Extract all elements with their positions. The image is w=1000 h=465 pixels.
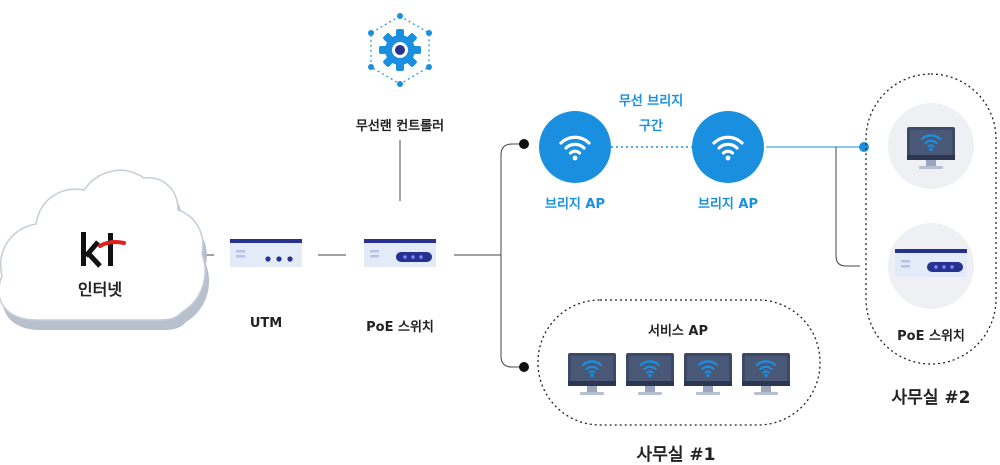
office1-title: 사무실 #1 — [636, 445, 716, 465]
utm-device-icon — [230, 239, 302, 267]
service-ap-monitor-icon — [626, 353, 674, 395]
service-ap-monitor-icon — [684, 353, 732, 395]
service-ap-label: 서비스 AP — [648, 324, 708, 339]
bridge-ap-right-label: 브리지 AP — [698, 197, 758, 212]
bridge-ap-left-label: 브리지 AP — [545, 197, 605, 212]
bridge-ap-left-icon — [539, 111, 611, 183]
service-ap-monitor-icon — [742, 353, 790, 395]
cloud-icon — [0, 169, 210, 330]
office2-title: 사무실 #2 — [891, 388, 971, 408]
connector-dot — [859, 142, 869, 152]
poe-switch-label: PoE 스위치 — [366, 320, 434, 335]
controller-gear-icon — [368, 13, 432, 87]
kt-logo — [81, 232, 126, 268]
connector-dot — [519, 139, 529, 149]
service-ap-monitor-icon — [568, 353, 616, 395]
office2-boundary — [865, 73, 997, 365]
utm-label: UTM — [249, 316, 283, 331]
connections — [186, 140, 862, 368]
office2-poe-switch-icon — [895, 249, 967, 277]
internet-label: 인터넷 — [77, 280, 123, 299]
poe-switch-icon — [364, 239, 436, 267]
controller-label: 무선랜 컨트롤러 — [355, 119, 445, 134]
bridge-link-label-1: 무선 브리지 — [618, 94, 684, 109]
bridge-ap-right-icon — [692, 111, 764, 183]
office2-poe-label: PoE 스위치 — [897, 329, 965, 344]
office1-boundary — [537, 299, 821, 426]
connector-dot — [519, 362, 529, 372]
bridge-link-label-2: 구간 — [639, 119, 663, 134]
